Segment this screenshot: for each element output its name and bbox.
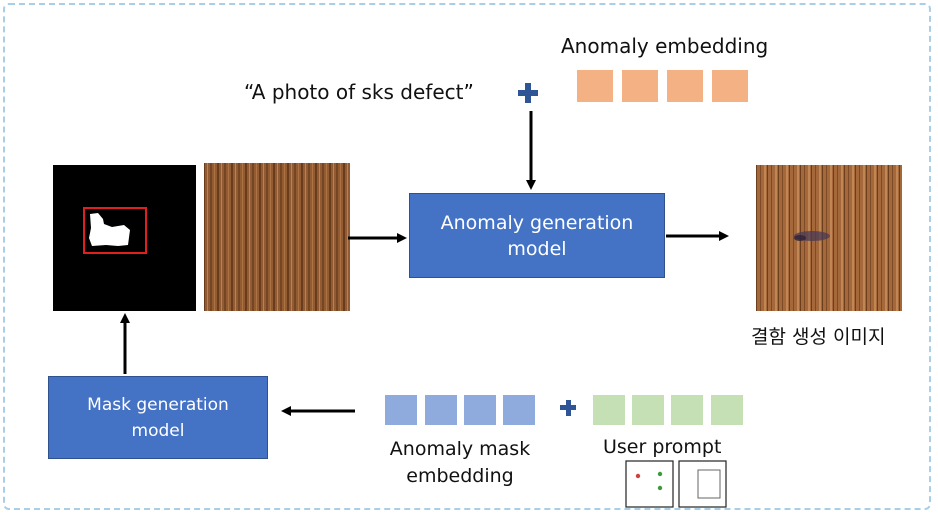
anomaly-mask-embedding-token: [385, 395, 417, 425]
anomaly-generation-model-line2: model: [507, 237, 567, 260]
mask-generation-model-line1: Mask generation: [87, 394, 229, 415]
output-image-label: 결함 생성 이미지: [751, 326, 886, 348]
anomaly-embedding-token: [712, 70, 748, 102]
anomaly-mask-embedding-token: [503, 395, 535, 425]
anomaly-generation-model-line1: Anomaly generation: [440, 211, 634, 234]
mask-generation-model-box: Mask generation model: [48, 376, 268, 459]
user-prompt-embedding-token: [671, 395, 703, 425]
anomaly-embedding-token: [622, 70, 658, 102]
anomaly-mask-embedding-label: Anomaly mask embedding: [383, 436, 537, 490]
user-prompt-embedding-token: [632, 395, 664, 425]
anomaly-mask-embedding-label-line2: embedding: [406, 465, 514, 487]
mask-blob: [89, 213, 130, 246]
mask-image: [53, 165, 196, 311]
user-prompt-label: User prompt: [603, 436, 722, 458]
anomaly-embedding-token: [667, 70, 703, 102]
anomaly-mask-embedding-label-line1: Anomaly mask: [389, 438, 531, 460]
plus-icon: [518, 83, 538, 103]
anomaly-embedding-label: Anomaly embedding: [561, 34, 769, 58]
defect-wood-image: [756, 165, 902, 311]
prompt-text: “A photo of sks defect”: [244, 80, 474, 104]
user-prompt-embedding-token: [711, 395, 743, 425]
box-prompt-icon: [678, 460, 727, 508]
mask-bounding-box: [83, 207, 147, 254]
user-prompt-embedding-token: [593, 395, 625, 425]
wood-texture-image: [204, 163, 350, 311]
plus-icon: [560, 400, 576, 416]
anomaly-embedding-token: [577, 70, 613, 102]
diagram-frame: [3, 3, 931, 510]
anomaly-generation-model-box: Anomaly generation model: [409, 193, 665, 278]
anomaly-mask-embedding-token: [425, 395, 457, 425]
anomaly-mask-embedding-token: [464, 395, 496, 425]
mask-generation-model-line2: model: [131, 420, 185, 441]
point-prompt-icon: [625, 460, 674, 508]
